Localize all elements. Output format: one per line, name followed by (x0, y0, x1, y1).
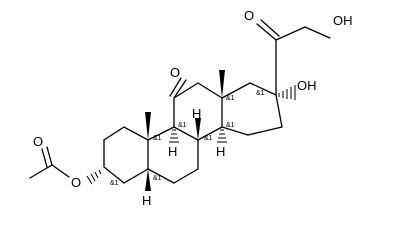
acetyl-c-o-double-2 (41, 148, 48, 168)
oh17-hash-bond (278, 85, 296, 100)
ketone-o11-label: O (170, 65, 180, 80)
stereo-label-c17: &1 (256, 90, 265, 97)
ester-carbonyl-o-label: O (33, 134, 43, 149)
ring-d-bonds (221, 82, 283, 136)
h8-label: H (192, 106, 201, 121)
acetyl-c-o-double-1 (46, 146, 53, 166)
hydroxyl-17-label: OH (297, 78, 317, 93)
stereo-label-c3: &1 (110, 180, 119, 187)
h14-hash-bond (217, 129, 227, 143)
methyl-c18-wedge (219, 70, 225, 98)
h14-label: H (216, 144, 225, 159)
ester-o-label: O (71, 175, 81, 190)
ester-o-carbonyl-c-bond (51, 164, 70, 178)
hydroxyl-21-label: OH (333, 13, 353, 28)
c21-oh21-bond (304, 26, 331, 39)
stereo-label-c8: &1 (204, 135, 213, 142)
ring-c-bonds (173, 82, 223, 141)
stereo-label-c5: &1 (153, 175, 162, 182)
acetyl-methyl-bond (29, 164, 53, 179)
ring-a-bonds (103, 126, 149, 184)
h8-wedge (195, 118, 201, 140)
h5-label: H (142, 193, 151, 208)
stereo-label-c13: &1 (226, 95, 235, 102)
c20-o20-double-2 (260, 19, 280, 37)
stereo-label-c14: &1 (226, 122, 235, 129)
c3-o-hash-bond (86, 169, 102, 185)
stereo-label-c9: &1 (178, 122, 187, 129)
h5-wedge (145, 169, 151, 191)
c20-o20-double-1 (256, 23, 277, 41)
ketone-c11-bonds (169, 77, 187, 99)
stereo-label-c10: &1 (153, 135, 162, 142)
methyl-c19-wedge (145, 112, 151, 140)
ketone-o20-label: O (244, 8, 254, 23)
h9-hash-bond (169, 129, 179, 143)
h9-label: H (168, 144, 177, 159)
c20-c21-bond (275, 26, 306, 41)
ring-b-bonds (147, 126, 199, 184)
